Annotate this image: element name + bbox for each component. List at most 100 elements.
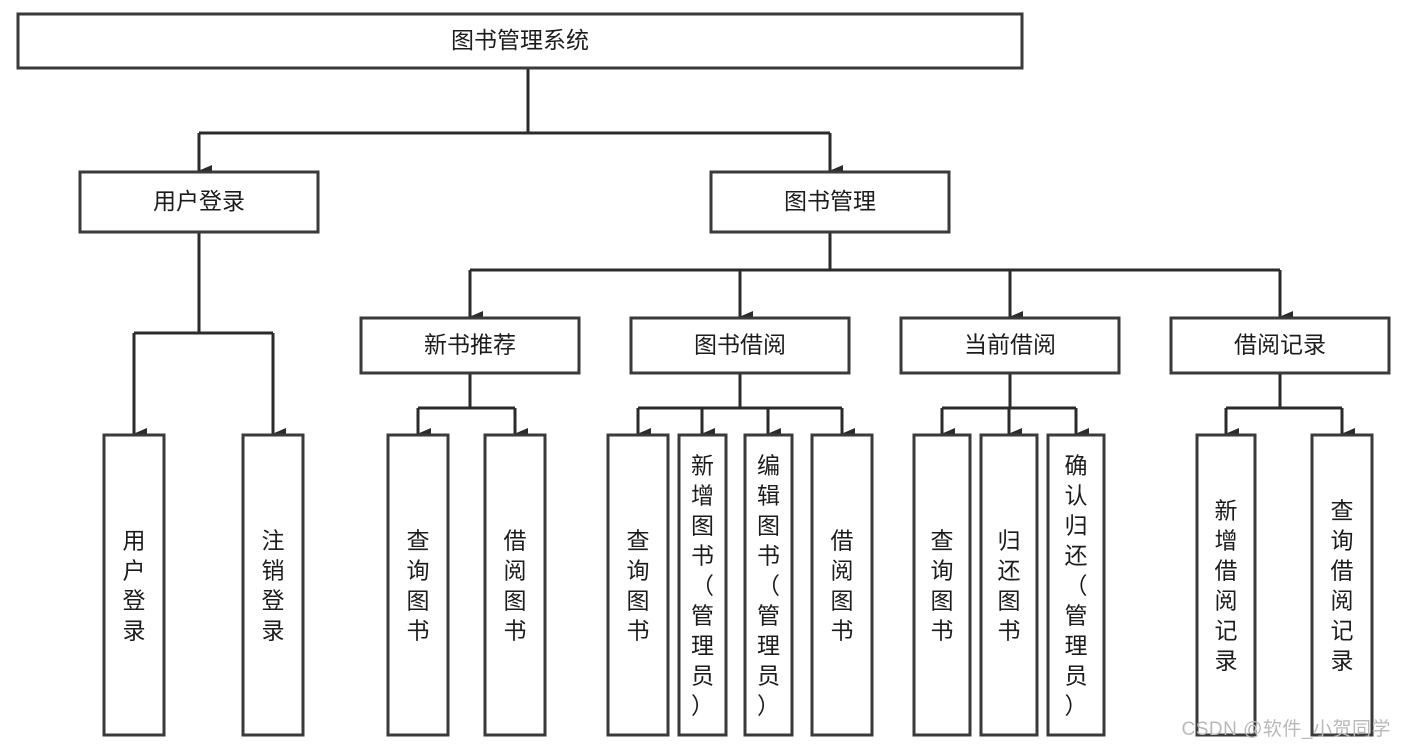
leaf-node-label-char: 查	[1331, 497, 1354, 523]
leaf-node-rect[interactable]	[483, 433, 547, 737]
leaf-node-rect[interactable]	[677, 433, 728, 737]
leaf-node-label-char: 归	[998, 527, 1021, 553]
node-boxes: 图书管理系统用户登录图书管理新书推荐图书借阅当前借阅借阅记录用户登录注销登录查询…	[16, 12, 1391, 737]
leaf-node-rect[interactable]	[743, 433, 794, 737]
leaf-node-label-char: 增	[1215, 527, 1238, 553]
leaf-node-label-char: 还	[1065, 542, 1088, 568]
level2-node-label: 图书管理	[784, 188, 876, 214]
level3-node-rect[interactable]	[359, 316, 581, 375]
level3-node-label: 新书推荐	[424, 332, 516, 358]
leaf-node-label-char: 图	[691, 512, 714, 538]
leaf-node-rect[interactable]	[606, 433, 670, 737]
level2-node-rect[interactable]	[78, 170, 320, 234]
level3-node-box[interactable]: 借阅记录	[1169, 316, 1391, 375]
leaf-node-label-char: 借	[1331, 557, 1354, 583]
leaf-node-label-char: 确	[1065, 452, 1088, 478]
leaf-node-rect[interactable]	[241, 433, 305, 737]
leaf-node-label-char: （	[757, 572, 780, 598]
leaf-node-label-char: 管	[1065, 602, 1088, 628]
leaf-node-label-char: 新	[691, 452, 714, 478]
leaf-node-label-char: 注	[262, 527, 285, 553]
leaf-node-rect[interactable]	[1310, 433, 1374, 737]
leaf-node-label-char: 录	[262, 617, 285, 643]
leaf-node-label-char: 查	[931, 527, 954, 553]
leaf-node-label-char: 录	[1331, 647, 1354, 673]
leaf-node-label-char: 理	[691, 632, 714, 658]
leaf-node-label-char: 记	[1331, 617, 1354, 643]
leaf-node-label-char: 询	[1331, 527, 1354, 553]
level3-node-box[interactable]: 新书推荐	[359, 316, 581, 375]
leaf-node-label-char: 图	[831, 587, 854, 613]
level2-node-box[interactable]: 用户登录	[78, 170, 320, 234]
leaf-node-rect[interactable]	[386, 433, 450, 737]
root-node-label: 图书管理系统	[451, 27, 589, 53]
level3-node-rect[interactable]	[629, 316, 851, 375]
connector-book-mgmt-to-level3	[468, 232, 1293, 323]
leaf-node-label-char: 增	[691, 482, 714, 508]
leaf-node-label-char: 书	[931, 617, 954, 643]
root-node-box[interactable]: 图书管理系统	[16, 12, 1024, 70]
connector-records-to-leaves	[1224, 373, 1355, 440]
leaf-node-label-char: 员	[1065, 662, 1088, 688]
leaf-node-label-char: 书	[998, 617, 1021, 643]
leaf-node-label-char: 录	[1215, 647, 1238, 673]
leaf-node-rect[interactable]	[1195, 433, 1257, 737]
leaf-node-label-char: 询	[407, 557, 430, 583]
leaf-node-rect[interactable]	[102, 433, 166, 737]
connector-root-to-level2	[197, 68, 843, 177]
level2-node-box[interactable]: 图书管理	[709, 170, 951, 234]
leaf-node-label-char: 阅	[504, 557, 527, 583]
leaf-node-label-char: 用	[123, 527, 146, 553]
level2-node-rect[interactable]	[709, 170, 951, 234]
leaf-node-label-char: ）	[757, 692, 780, 718]
leaf-node-label-char: 查	[627, 527, 650, 553]
leaf-node-box[interactable]: 用户登录	[102, 433, 166, 737]
leaf-node-label-char: 询	[627, 557, 650, 583]
leaf-node-label-char: 管	[757, 602, 780, 628]
leaf-node-label-char: 图	[627, 587, 650, 613]
leaf-node-label-char: 编	[757, 452, 780, 478]
root-node-rect[interactable]	[16, 12, 1024, 70]
leaf-node-label-char: ）	[691, 692, 714, 718]
connector-current-to-leaves	[940, 373, 1089, 440]
leaf-node-label-char: 书	[757, 542, 780, 568]
leaf-node-label-char: 辑	[757, 482, 780, 508]
leaf-node-label-char: 认	[1065, 482, 1088, 508]
leaf-node-label-char: 销	[262, 557, 285, 583]
leaf-node-label-char: 归	[1065, 512, 1088, 538]
leaf-node-rect[interactable]	[810, 433, 874, 737]
leaf-node-label-char: 图	[504, 587, 527, 613]
leaf-node-label-char: 户	[123, 557, 146, 583]
connector-new-book-to-leaves	[416, 373, 528, 440]
leaf-node-label-char: 记	[1215, 617, 1238, 643]
leaf-node-label-char: 书	[407, 617, 430, 643]
leaf-node-label-char: 书	[831, 617, 854, 643]
leaf-node-label-char: （	[691, 572, 714, 598]
level3-node-box[interactable]: 当前借阅	[899, 316, 1121, 375]
leaf-node-label-char: 阅	[1331, 587, 1354, 613]
leaf-node-rect[interactable]	[979, 433, 1039, 737]
level3-node-rect[interactable]	[1169, 316, 1391, 375]
leaf-node-rect[interactable]	[912, 433, 972, 737]
level3-node-box[interactable]: 图书借阅	[629, 316, 851, 375]
leaf-node-rect[interactable]	[1046, 433, 1106, 737]
level3-node-rect[interactable]	[899, 316, 1121, 375]
leaf-node-label-char: 登	[123, 587, 146, 613]
leaf-node-label-char: 理	[1065, 632, 1088, 658]
connector-lines	[132, 68, 1355, 440]
leaf-node-label-char: 员	[757, 662, 780, 688]
connector-user-login-to-leaves	[132, 232, 286, 440]
